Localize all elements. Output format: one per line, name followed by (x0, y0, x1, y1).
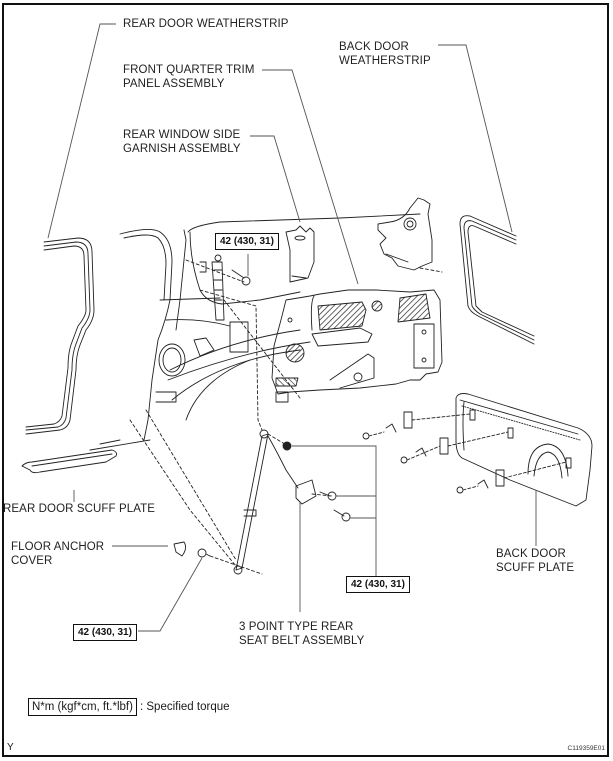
installation-guide-lines (129, 259, 443, 575)
label-rear-window-side-garnish: REAR WINDOW SIDE GARNISH ASSEMBLY (123, 129, 241, 155)
torque-spec-retractor: 42 (430, 31) (346, 576, 410, 593)
torque-spec-floor-anchor: 42 (430, 31) (73, 624, 137, 641)
rear-door-scuff-plate-part (21, 449, 117, 474)
vehicle-body-side (89, 213, 421, 451)
diagram-frame (2, 3, 609, 757)
torque-spec-upper-anchor: 42 (430, 31) (215, 233, 279, 250)
label-floor-anchor-cover: FLOOR ANCHOR COVER (11, 541, 105, 567)
torque-legend-description: : Specified torque (140, 701, 230, 713)
upper-anchor-assembly (211, 254, 251, 321)
corner-mark: Y (7, 742, 14, 753)
back-door-weatherstrip-part (459, 215, 535, 345)
label-back-door-scuff-plate: BACK DOOR SCUFF PLATE (496, 548, 575, 574)
seat-belt-assembly-part (233, 429, 351, 575)
back-door-scuff-plate-part (455, 393, 593, 507)
rear-window-garnish-part (285, 225, 315, 283)
label-seat-belt-assembly: 3 POINT TYPE REAR SEAT BELT ASSEMBLY (239, 621, 365, 647)
rear-door-weatherstrip-part (25, 237, 95, 435)
torque-unit-legend-box: N*m (kgf*cm, ft.*lbf) (28, 698, 137, 716)
scuff-plate-clips (362, 411, 567, 494)
label-back-door-weatherstrip: BACK DOOR WEATHERSTRIP (339, 41, 431, 67)
illustration-id: C119359E01 (567, 745, 605, 752)
floor-anchor-parts (173, 541, 211, 558)
label-rear-door-scuff-plate: REAR DOOR SCUFF PLATE (3, 503, 156, 515)
label-front-quarter-trim-panel: FRONT QUARTER TRIM PANEL ASSEMBLY (123, 64, 255, 90)
quarter-upper-trim-part (377, 197, 433, 271)
front-quarter-trim-panel-part (271, 289, 443, 403)
label-rear-door-weatherstrip: REAR DOOR WEATHERSTRIP (123, 18, 289, 30)
leader-lines (47, 23, 537, 632)
